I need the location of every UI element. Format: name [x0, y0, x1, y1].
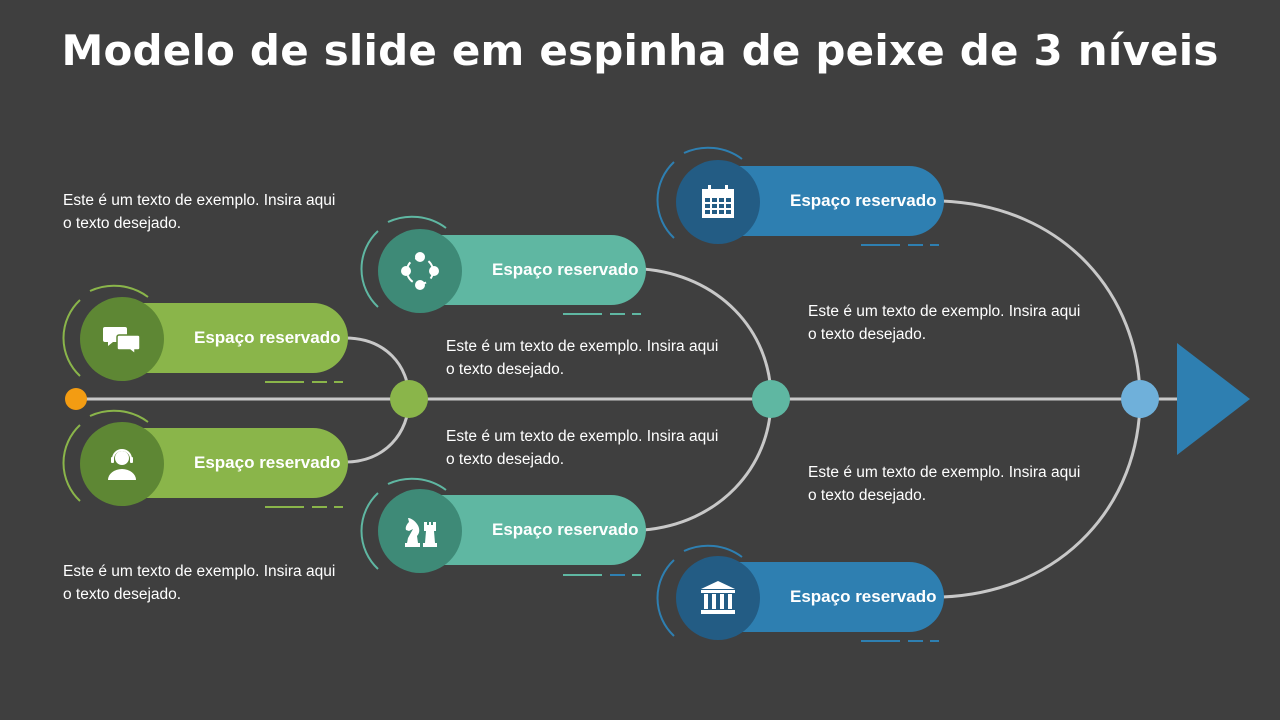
level3-bottom-icon-circle	[676, 556, 760, 640]
bank-building-icon	[701, 581, 735, 614]
decor-arc	[62, 424, 81, 502]
text-level3-top: Este é um texto de exemplo. Insira aqui …	[808, 303, 1081, 343]
level3-bottom-label: Espaço reservado	[790, 587, 937, 606]
decor-arc	[360, 230, 379, 308]
text-level1-top: Este é um texto de exemplo. Insira aqui …	[63, 192, 336, 232]
level2-branch-top	[642, 267, 773, 400]
level2-top-label: Espaço reservado	[492, 260, 639, 279]
level1-top-icon-circle	[80, 297, 164, 381]
slide-title: Modelo de slide em espinha de peixe de 3…	[61, 26, 1219, 75]
decor-arc	[360, 492, 379, 570]
level2-junction	[752, 380, 790, 418]
decor-arc	[89, 409, 149, 423]
network-nodes-icon	[401, 252, 439, 290]
text-level2-top: Este é um texto de exemplo. Insira aqui …	[446, 338, 719, 378]
decor-arc	[387, 215, 447, 229]
decor-arc	[62, 299, 81, 377]
level2-branch-bottom	[642, 398, 773, 532]
level3-branch-bottom	[941, 398, 1142, 599]
headset-user-icon	[108, 449, 136, 480]
decor-arc	[683, 544, 743, 558]
spine-start-dot	[65, 388, 87, 410]
level2-top-icon-circle	[378, 229, 462, 313]
text-level1-bottom: Este é um texto de exemplo. Insira aqui …	[63, 563, 336, 603]
level1-bottom-label: Espaço reservado	[194, 453, 341, 472]
chat-bubbles-icon	[103, 327, 141, 356]
level3-top-label: Espaço reservado	[790, 191, 937, 210]
decor-arc	[387, 477, 447, 491]
decor-arc	[656, 161, 675, 239]
level3-branch-top	[941, 199, 1142, 400]
level2-bottom-label: Espaço reservado	[492, 520, 639, 539]
level1-junction	[390, 380, 428, 418]
calendar-icon	[702, 185, 734, 218]
decor-arc	[89, 284, 149, 298]
text-level3-bottom: Este é um texto de exemplo. Insira aqui …	[808, 464, 1081, 504]
text-level2-bottom: Este é um texto de exemplo. Insira aqui …	[446, 428, 719, 468]
chess-pieces-icon	[405, 518, 437, 547]
level1-bottom-icon-circle	[80, 422, 164, 506]
spine-arrowhead	[1177, 343, 1250, 455]
decor-arc	[683, 146, 743, 160]
decor-arc	[656, 559, 675, 637]
level3-junction	[1121, 380, 1159, 418]
level2-bottom-icon-circle	[378, 489, 462, 573]
level1-top-label: Espaço reservado	[194, 328, 341, 347]
level3-top-icon-circle	[676, 160, 760, 244]
